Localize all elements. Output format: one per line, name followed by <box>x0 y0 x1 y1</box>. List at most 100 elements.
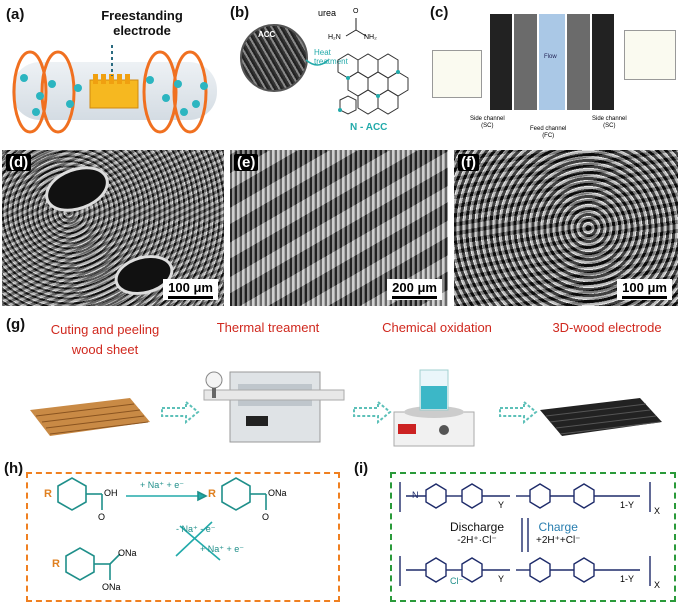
h-r2: R <box>208 488 216 500</box>
tube-furnace <box>203 371 345 443</box>
right-inset <box>624 30 676 80</box>
i-x-bot: X <box>654 580 661 590</box>
urea-h2n-right: NH₂ <box>364 34 377 41</box>
h-o2: O <box>262 512 270 522</box>
panel-a-title-line1: Freestanding <box>101 8 183 23</box>
i-cl: Cl⁻ <box>450 576 464 586</box>
panel-e-label: (e) <box>234 154 259 171</box>
cell-layer-anion <box>514 14 537 110</box>
treatment-label: treatment <box>314 57 348 66</box>
panel-d-scale-text: 100 μm <box>168 280 213 295</box>
urea-o: O <box>353 8 359 15</box>
discharge-label: Discharge -2H⁺·Cl⁻ <box>450 520 504 548</box>
panel-f: (f) 100 μm <box>454 150 678 306</box>
cell-stack <box>490 14 615 110</box>
nacc-label: N - ACC <box>350 122 388 133</box>
step3-title: Chemical oxidation <box>382 320 492 335</box>
panel-f-scalebar: 100 μm <box>617 279 672 300</box>
charge-sub: +2H⁺+Cl⁻ <box>536 535 581 546</box>
step1-line2: wood sheet <box>71 342 139 357</box>
panel-h-label: (h) <box>4 460 24 477</box>
cell-layer-carbon-left <box>490 14 513 110</box>
step2-title: Thermal treament <box>216 320 320 335</box>
panel-b: (b) ACC urea Heat treatment H₂N NH₂ O N … <box>228 0 420 145</box>
electrode-illustration <box>12 45 217 134</box>
i-n-1: N <box>412 490 419 500</box>
panel-a-title: Freestanding electrode <box>72 8 212 38</box>
panel-c: (c) Flow Side channel (SC) Feed channel … <box>426 0 680 145</box>
side-channel-left-text: Side channel <box>470 116 505 122</box>
discharge-text: Discharge <box>450 520 505 534</box>
h-fwd: + Na⁺ + e⁻ <box>140 480 185 490</box>
panel-d-scalebar: 100 μm <box>163 279 218 300</box>
i-y-top: Y <box>498 500 505 510</box>
h-r1: R <box>44 488 52 500</box>
charge-label: Charge +2H⁺+Cl⁻ <box>536 520 580 548</box>
panel-f-label: (f) <box>458 154 479 171</box>
process-illustration <box>30 369 662 447</box>
panel-f-scale-line <box>622 296 667 299</box>
h-oh: OH <box>104 488 118 498</box>
charge-text: Charge <box>538 520 578 534</box>
urea-label: urea <box>318 8 337 18</box>
step1-title: Cuting and peeling wood sheet <box>30 320 180 360</box>
feed-channel: Feed channel (FC) <box>530 126 566 140</box>
panel-d-scale-line <box>168 296 213 299</box>
panel-e-scale-text: 200 μm <box>392 280 437 295</box>
panel-e-scale-line <box>392 296 437 299</box>
cell-layer-carbon-right <box>591 14 615 110</box>
polyaniline-reaction <box>399 482 651 586</box>
h-o1: O <box>98 512 106 522</box>
panel-d-label: (d) <box>6 154 32 171</box>
urea-h2n-left: H₂N <box>328 34 341 41</box>
i-y-bot: Y <box>498 574 505 584</box>
panel-e-scalebar: 200 μm <box>387 279 442 300</box>
panel-g-label: (g) <box>6 316 26 333</box>
nacc-structure <box>305 18 409 115</box>
i-1y-top: 1-Y <box>620 500 635 510</box>
cell-layer-cation <box>567 14 590 110</box>
heat-treatment-label: Heat treatment <box>314 48 348 66</box>
panel-a-label: (a) <box>6 6 25 23</box>
panel-i: (i) N Y 1-Y X Discharge -2H⁺·Cl⁻ <box>350 456 680 604</box>
panel-h: (h) R R R OH O ONa O + Na⁺ + e⁻ - Na⁺ - … <box>0 456 344 604</box>
acc-sem-image <box>240 24 308 92</box>
magnetic-stirrer <box>393 369 475 447</box>
h-r3: R <box>52 558 60 570</box>
cell-layer-flow <box>538 14 566 110</box>
h-rev-top: - Na⁺ - e⁻ <box>176 524 216 534</box>
sodium-benzoate-reaction <box>57 477 267 581</box>
wood-electrode <box>540 398 662 436</box>
side-channel-left: Side channel (SC) <box>470 116 505 130</box>
panel-g: (g) Cuting and peeling wood sheet Therma… <box>0 312 680 452</box>
heat-label: Heat <box>314 48 331 57</box>
flow-label: Flow <box>544 54 557 60</box>
panel-a: (a) Freestanding electrode <box>0 0 225 145</box>
feed-channel-sub: (FC) <box>542 133 555 139</box>
panel-i-box <box>390 472 676 602</box>
side-channel-right: Side channel (SC) <box>592 116 627 130</box>
side-channel-left-sub: (SC) <box>481 123 494 129</box>
wood-sheet <box>30 398 150 436</box>
h-rev-bot: + Na⁺ + e⁻ <box>200 544 245 554</box>
h-ona3: ONa <box>102 582 121 592</box>
panel-h-box <box>26 472 340 602</box>
step4-title: 3D-wood electrode <box>552 320 662 335</box>
panel-d: (d) 100 μm <box>2 150 224 306</box>
side-channel-right-text: Side channel <box>592 116 627 122</box>
i-1y-bot: 1-Y <box>620 574 635 584</box>
panel-c-label: (c) <box>430 4 449 21</box>
feed-channel-text: Feed channel <box>530 126 567 132</box>
discharge-sub: -2H⁺·Cl⁻ <box>457 535 497 546</box>
step1-line1: Cuting and peeling <box>50 322 160 337</box>
i-x-top: X <box>654 506 661 516</box>
panel-a-title-line2: electrode <box>113 23 171 38</box>
panel-b-label: (b) <box>230 4 250 21</box>
panel-f-scale-text: 100 μm <box>622 280 667 295</box>
panel-i-label: (i) <box>354 460 369 477</box>
panel-e: (e) 200 μm <box>230 150 448 306</box>
left-inset <box>432 50 482 98</box>
h-ona2: ONa <box>118 548 137 558</box>
h-ona1: ONa <box>268 488 287 498</box>
acc-label: ACC <box>258 30 276 39</box>
